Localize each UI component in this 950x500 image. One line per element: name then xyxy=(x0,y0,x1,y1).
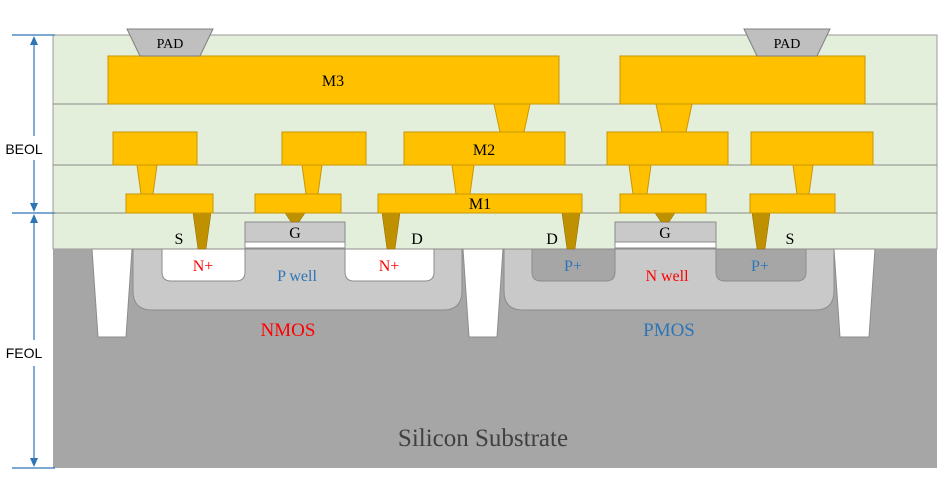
pmos-p-plus-right-label: P+ xyxy=(751,258,769,275)
via1-5 xyxy=(792,164,814,195)
pmos-label: PMOS xyxy=(643,320,695,341)
m3-right xyxy=(619,55,866,105)
sti-trench-2 xyxy=(462,248,504,338)
m1-shared-drain xyxy=(377,193,583,214)
via1-2 xyxy=(301,164,323,195)
beol-dimension-arrow xyxy=(12,34,55,212)
pad-right-label: PAD xyxy=(774,37,801,52)
sti-trench-1 xyxy=(91,248,133,338)
m2-block-3 xyxy=(403,131,566,166)
m1-label: M1 xyxy=(469,196,491,213)
nmos-gate-label: G xyxy=(289,225,301,242)
m1-nmos-source xyxy=(125,193,214,214)
nmos-n-plus-right-label: N+ xyxy=(379,258,400,275)
m2-block-5 xyxy=(750,131,874,166)
substrate-label: Silicon Substrate xyxy=(398,425,568,452)
m2-block-4 xyxy=(606,131,729,166)
nmos-n-plus-right-region xyxy=(344,248,435,282)
pad-right xyxy=(743,28,831,57)
m3-left xyxy=(107,55,560,105)
pmos-drain-label: D xyxy=(546,231,558,248)
m2-label: M2 xyxy=(473,142,495,159)
pmos-p-plus-left-region xyxy=(531,248,616,282)
via2-2 xyxy=(655,103,693,133)
via1-4 xyxy=(628,164,652,195)
nmos-n-plus-left-region xyxy=(161,248,246,282)
via1-1 xyxy=(136,164,158,195)
pad-left xyxy=(126,28,214,57)
feol-label: FEOL xyxy=(6,345,43,361)
pmos-gate-label: G xyxy=(659,225,671,242)
n-well-label: N well xyxy=(645,268,689,285)
pmos-gate-oxide xyxy=(614,241,717,249)
sti-trench-3 xyxy=(833,248,876,338)
m2-block-1 xyxy=(112,131,198,166)
nmos-source-label: S xyxy=(175,231,184,248)
pmos-source-label: S xyxy=(786,231,795,248)
via2-1 xyxy=(493,103,531,133)
pmos-p-plus-right-region xyxy=(715,248,807,282)
p-well-label: P well xyxy=(277,268,317,285)
nmos-gate-oxide xyxy=(244,241,346,249)
m3-label: M3 xyxy=(322,73,344,90)
nmos-n-plus-left-label: N+ xyxy=(193,258,214,275)
feol-dimension-arrow xyxy=(12,212,55,469)
pad-left-label: PAD xyxy=(157,37,184,52)
via1-3 xyxy=(451,164,475,195)
beol-label: BEOL xyxy=(5,141,43,157)
m2-block-2 xyxy=(281,131,367,166)
nmos-drain-label: D xyxy=(411,231,423,248)
pmos-p-plus-left-label: P+ xyxy=(564,258,582,275)
nmos-label: NMOS xyxy=(261,320,316,341)
m1-pmos-gate xyxy=(619,193,707,214)
m1-nmos-gate xyxy=(254,193,342,214)
m1-pmos-source xyxy=(749,193,836,214)
